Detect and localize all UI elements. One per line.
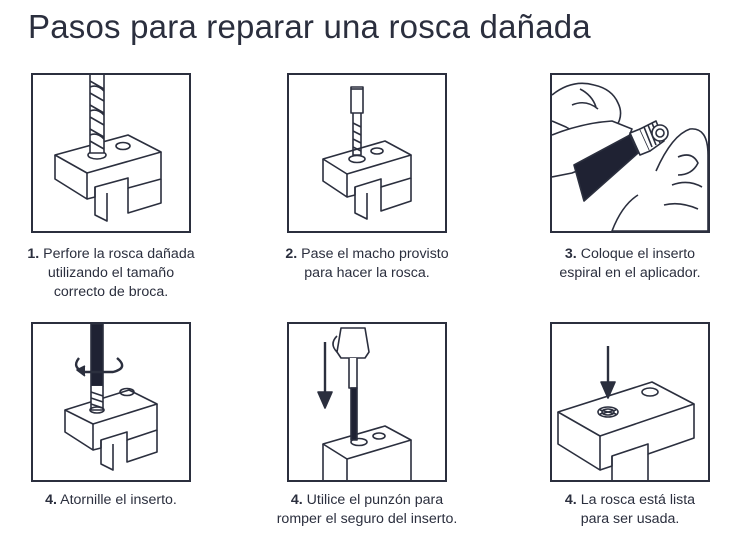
drill-bit-icon <box>54 75 162 222</box>
screw-insert-icon <box>64 324 158 471</box>
step-2-illustration <box>287 73 447 233</box>
step-4-illustration <box>31 322 191 482</box>
punch-hammer-icon <box>317 327 412 480</box>
step-3-caption: 3. Coloque el inserto espiral en el apli… <box>559 246 701 281</box>
page-title: Pasos para reparar una rosca dañada <box>28 8 591 45</box>
step-1-illustration <box>31 73 191 233</box>
step-5-caption: 4. Utilice el punzón para romper el segu… <box>276 492 458 527</box>
step-2-caption: 2. Pase el macho provisto para hacer la … <box>285 246 449 281</box>
hands-applicator-icon <box>552 82 708 231</box>
tap-icon <box>322 86 412 220</box>
step-1-caption: 1. Perfore la rosca dañada utilizando el… <box>27 246 195 300</box>
step-4-caption: 4. Atornille el inserto. <box>45 492 177 508</box>
finished-thread-icon <box>557 346 695 480</box>
step-5-illustration <box>287 322 447 482</box>
step-6-caption: 4. La rosca está lista para ser usada. <box>564 492 696 527</box>
step-3-illustration <box>550 73 710 233</box>
step-6-illustration <box>550 322 710 482</box>
